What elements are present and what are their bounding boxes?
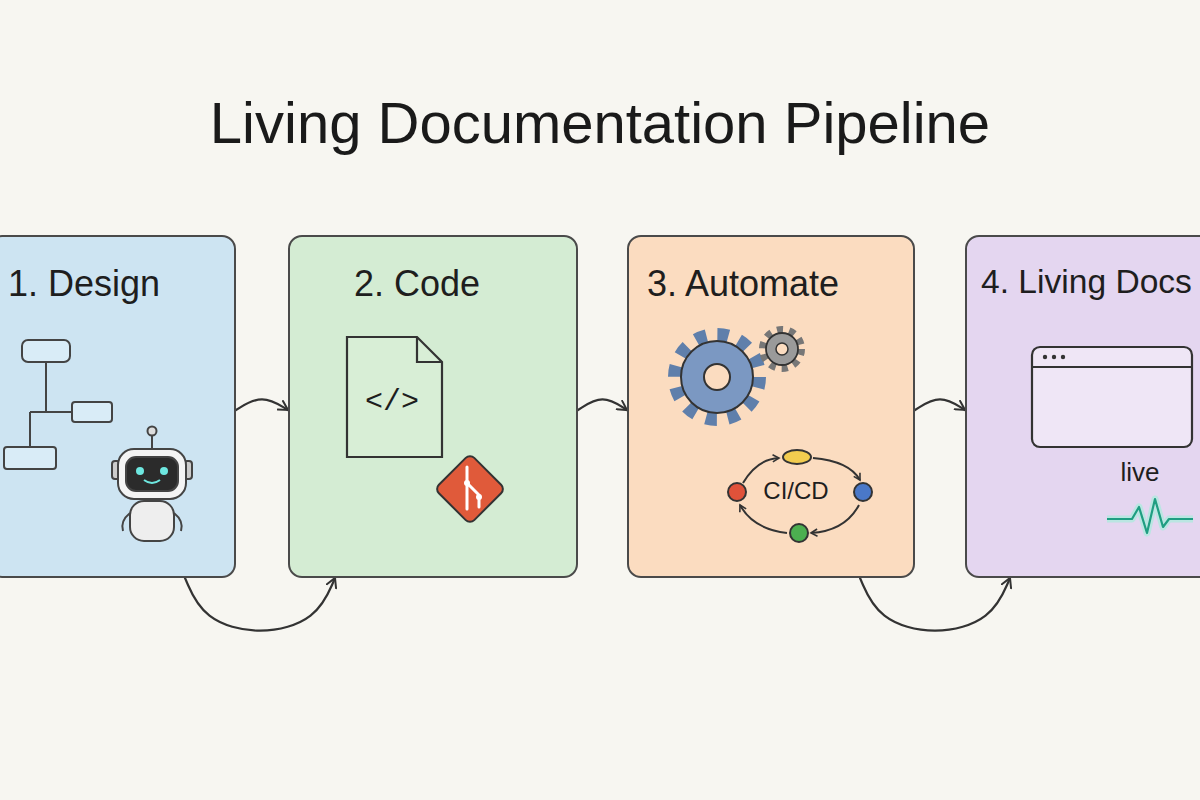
step-heading: 2. Code xyxy=(354,263,480,305)
browser-window-part xyxy=(1052,355,1056,359)
cicd-cycle-part xyxy=(811,505,859,533)
git-logo-part xyxy=(476,494,482,500)
browser-window-part xyxy=(1032,366,1192,368)
file-icon-part xyxy=(417,337,442,362)
gear-icon-part xyxy=(763,330,801,368)
flow-arrow xyxy=(185,578,335,631)
robot-icon-part xyxy=(126,457,178,491)
robot-icon-part xyxy=(118,449,186,499)
git-logo-part xyxy=(464,480,470,486)
git-logo xyxy=(435,454,506,525)
code-symbol: </> xyxy=(365,385,419,419)
gear-icon-part xyxy=(704,364,730,390)
cicd-cycle-part xyxy=(854,483,872,501)
robot-icon-part xyxy=(148,427,157,436)
gear-icon-part xyxy=(766,333,798,365)
flowchart-icon-part xyxy=(46,362,72,412)
browser-window xyxy=(1032,347,1192,447)
flowchart-icon-part xyxy=(29,412,31,447)
cicd-cycle-part xyxy=(790,524,808,542)
flowchart-icon xyxy=(4,340,112,469)
flow-arrow xyxy=(860,578,1010,631)
cicd-cycle-part xyxy=(783,450,811,464)
robot-icon-part xyxy=(160,467,168,475)
cicd-cycle xyxy=(728,450,872,542)
diagram-title: Living Documentation Pipeline xyxy=(210,89,990,156)
step-heading: 4. Living Docs xyxy=(981,263,1192,301)
robot-icon-part xyxy=(144,480,160,483)
gear-icon xyxy=(763,330,801,368)
process-box: 2. Code xyxy=(288,235,578,578)
process-box: 3. Automate xyxy=(627,235,915,578)
cicd-label: CI/CD xyxy=(763,477,828,505)
pulse-line xyxy=(1107,499,1193,533)
cicd-cycle-part xyxy=(728,483,746,501)
step-heading: 1. Design xyxy=(8,263,160,305)
process-box: 4. Living Docs xyxy=(965,235,1200,578)
robot-icon-part xyxy=(174,513,182,531)
flow-arrow xyxy=(915,399,965,410)
cicd-cycle-part xyxy=(813,458,860,480)
file-icon-part xyxy=(347,337,442,457)
file-icon xyxy=(347,337,442,457)
pulse-line-part xyxy=(1107,499,1193,533)
live-label: live xyxy=(1120,457,1159,488)
robot-icon xyxy=(112,427,192,542)
gear-icon-part xyxy=(681,341,753,413)
step-heading: 3. Automate xyxy=(647,263,839,305)
pulse-line-part xyxy=(1107,499,1193,533)
gear-icon-part xyxy=(675,335,759,419)
robot-icon-part xyxy=(122,513,130,531)
browser-window-part xyxy=(1032,347,1192,447)
git-logo-part xyxy=(435,454,506,525)
process-box: 1. Design xyxy=(0,235,236,578)
flowchart-icon-part xyxy=(30,411,46,413)
cicd-cycle-part xyxy=(740,505,787,533)
gear-icon xyxy=(675,335,759,419)
gear-icon-part xyxy=(776,343,788,355)
browser-window-part xyxy=(1061,355,1065,359)
flowchart-icon-part xyxy=(4,447,56,469)
flowchart-icon-part xyxy=(72,402,112,422)
flow-arrow xyxy=(236,399,288,410)
browser-window-part xyxy=(1043,355,1047,359)
flow-arrow xyxy=(578,399,627,410)
flowchart-icon-part xyxy=(22,340,70,362)
robot-icon-part xyxy=(136,467,144,475)
robot-icon-part xyxy=(151,435,153,449)
robot-icon-part xyxy=(130,501,174,541)
git-logo-part xyxy=(467,467,479,509)
